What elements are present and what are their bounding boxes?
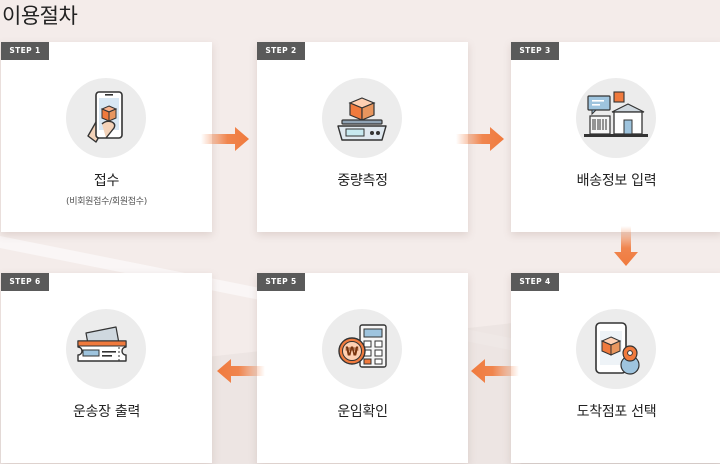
step-card-1: STEP 1 접수 (비회원접수/회원접수) — [1, 42, 212, 232]
delivery-info-icon — [576, 78, 656, 158]
svg-text:₩: ₩ — [345, 345, 359, 359]
scale-icon — [322, 78, 402, 158]
step-badge: STEP 1 — [1, 42, 49, 60]
arrow-left-icon — [469, 357, 519, 385]
location-box-icon — [576, 309, 656, 389]
step-badge: STEP 4 — [511, 273, 559, 291]
step-label: 운송장 출력 — [72, 404, 141, 420]
step-card-6: STEP 6 운송장 출력 — [1, 273, 212, 463]
arrow-right-icon — [456, 125, 506, 153]
arrow-left-icon — [215, 357, 265, 385]
arrow-down-icon — [612, 226, 640, 268]
step-label: 배송정보 입력 — [576, 173, 657, 189]
step-label: 도착점포 선택 — [576, 404, 657, 420]
step-card-3: STEP 3 배송정보 입력 — [511, 42, 720, 232]
step-card-4: STEP 4 도착점포 선택 — [511, 273, 720, 463]
step-label: 접수 — [93, 173, 120, 189]
step-label: 운임확인 — [337, 404, 388, 420]
step-label: 중량측정 — [337, 173, 388, 189]
step-badge: STEP 6 — [1, 273, 49, 291]
step-badge: STEP 5 — [257, 273, 305, 291]
waybill-ticket-icon — [66, 309, 146, 389]
arrow-right-icon — [201, 125, 251, 153]
coin-calculator-icon: ₩ — [322, 309, 402, 389]
page-title: 이용절차 — [2, 4, 78, 28]
step-badge: STEP 2 — [257, 42, 305, 60]
step-sub-label: (비회원접수/회원접수) — [66, 197, 147, 207]
step-badge: STEP 3 — [511, 42, 559, 60]
smartphone-box-icon — [66, 78, 146, 158]
step-card-2: STEP 2 중량측정 — [257, 42, 468, 232]
step-card-5: STEP 5 ₩ 운임확인 — [257, 273, 468, 463]
